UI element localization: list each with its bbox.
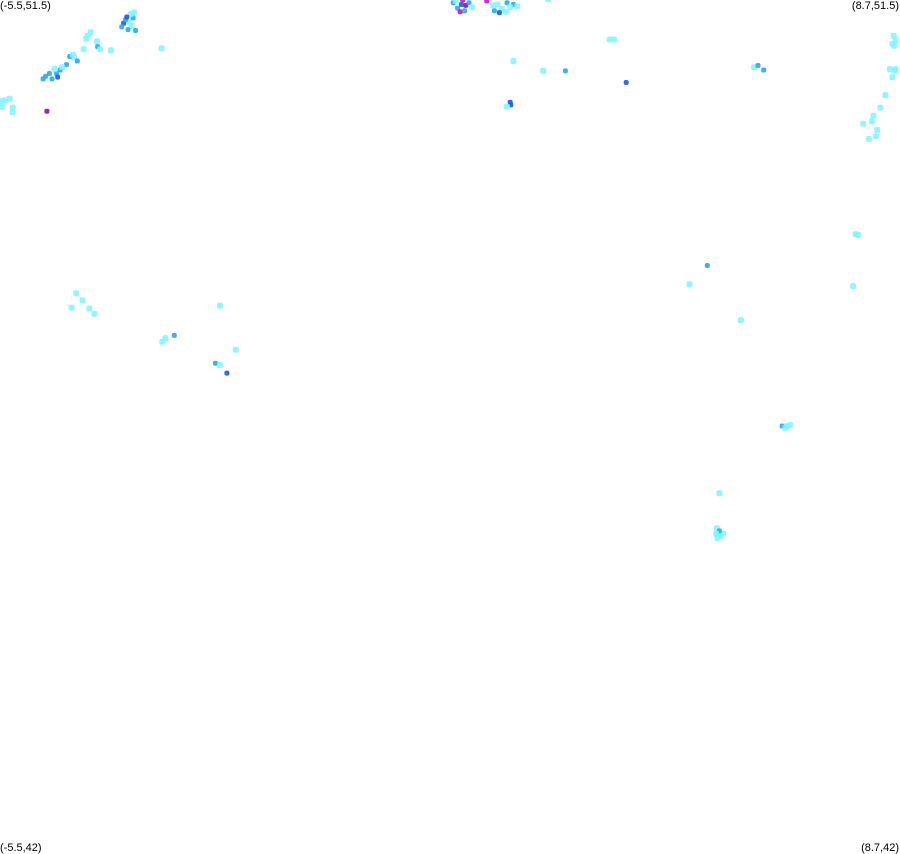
map-point bbox=[889, 74, 896, 81]
map-point bbox=[623, 80, 629, 85]
map-point bbox=[158, 45, 165, 52]
map-point bbox=[891, 42, 898, 49]
map-point bbox=[491, 8, 497, 14]
map-point bbox=[86, 305, 93, 312]
map-point bbox=[46, 71, 52, 76]
map-point bbox=[69, 51, 76, 58]
map-point bbox=[882, 92, 889, 99]
map-point bbox=[886, 66, 893, 73]
map-point bbox=[87, 29, 94, 36]
map-point bbox=[865, 136, 872, 142]
map-point bbox=[0, 103, 5, 110]
map-point bbox=[133, 28, 139, 33]
map-point bbox=[870, 112, 877, 119]
map-point bbox=[704, 263, 710, 268]
map-point bbox=[458, 2, 464, 7]
map-point bbox=[159, 338, 166, 345]
map-point bbox=[755, 63, 761, 68]
map-point bbox=[562, 68, 568, 74]
map-point bbox=[869, 118, 876, 125]
map-point bbox=[44, 108, 50, 114]
map-point bbox=[892, 66, 899, 73]
map-point bbox=[91, 310, 98, 317]
map-point bbox=[545, 0, 552, 3]
map-point bbox=[872, 133, 879, 140]
map-point bbox=[484, 0, 490, 4]
map-point bbox=[224, 370, 230, 376]
map-point bbox=[59, 64, 66, 71]
map-point bbox=[232, 346, 239, 353]
map-point bbox=[714, 535, 721, 542]
map-point bbox=[171, 332, 177, 338]
map-point bbox=[462, 8, 468, 14]
map-point bbox=[850, 283, 857, 290]
map-point bbox=[216, 302, 223, 309]
map-point bbox=[860, 120, 867, 127]
map-point bbox=[68, 304, 75, 311]
map-point bbox=[40, 76, 46, 82]
map-point bbox=[507, 4, 514, 11]
map-point bbox=[514, 3, 521, 10]
map-point bbox=[80, 46, 87, 53]
map-point bbox=[83, 35, 90, 42]
map-point bbox=[502, 8, 509, 15]
map-point bbox=[457, 9, 463, 15]
map-point bbox=[125, 27, 131, 33]
map-point bbox=[216, 362, 223, 368]
map-point bbox=[606, 36, 613, 43]
map-point bbox=[469, 4, 476, 11]
map-point bbox=[9, 104, 16, 111]
map-point bbox=[504, 103, 510, 110]
map-point bbox=[55, 74, 61, 80]
map-point bbox=[686, 281, 693, 288]
corner-label-bottom-left: (-5.5,42) bbox=[0, 842, 42, 854]
map-point bbox=[504, 0, 510, 6]
map-point bbox=[496, 10, 502, 16]
map-point bbox=[213, 360, 218, 366]
map-point bbox=[9, 109, 16, 116]
map-point bbox=[787, 422, 794, 429]
corner-label-top-left: (-5.5,51.5) bbox=[0, 0, 51, 12]
map-point bbox=[64, 62, 69, 68]
corner-label-top-right: (8.7,51.5) bbox=[851, 0, 899, 12]
map-point bbox=[510, 58, 517, 64]
map-point bbox=[79, 297, 86, 304]
map-point bbox=[466, 0, 472, 6]
map-point bbox=[107, 47, 114, 54]
map-point bbox=[131, 9, 138, 16]
map-point bbox=[761, 67, 767, 73]
detection-points-layer bbox=[0, 0, 899, 542]
map-point bbox=[716, 490, 723, 497]
map-point bbox=[49, 76, 55, 82]
map-point bbox=[119, 24, 125, 30]
map-point bbox=[51, 66, 58, 73]
map-point bbox=[611, 36, 618, 43]
corner-label-bottom-right: (8.7,42) bbox=[861, 842, 899, 854]
map-point bbox=[452, 0, 459, 4]
map-point bbox=[124, 14, 130, 20]
map-point bbox=[540, 67, 547, 74]
map-point bbox=[494, 1, 501, 8]
map-point bbox=[0, 98, 5, 105]
map-point bbox=[855, 232, 862, 238]
map-point bbox=[782, 424, 789, 431]
map-point bbox=[460, 0, 466, 3]
map-point bbox=[737, 317, 744, 324]
map-point bbox=[94, 38, 100, 45]
map-point bbox=[6, 95, 13, 102]
map-point bbox=[874, 127, 881, 133]
map-point bbox=[74, 58, 80, 64]
map-point bbox=[73, 290, 80, 297]
map-point bbox=[877, 104, 884, 111]
map-point bbox=[97, 46, 104, 53]
